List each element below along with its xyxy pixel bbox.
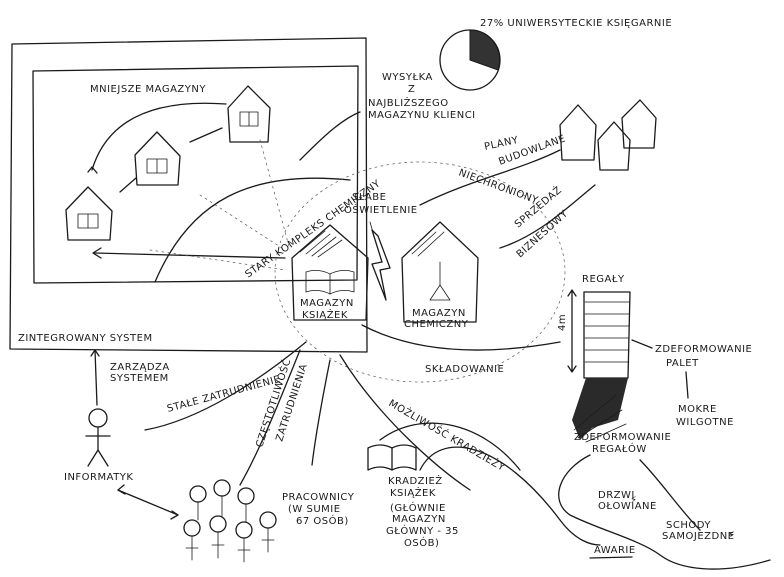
small-warehouse-house-2 [134, 131, 181, 186]
small-warehouse-house-3 [65, 186, 113, 241]
arrow-permanent [144, 341, 307, 431]
arrow-frequent-2 [311, 359, 331, 466]
dashed-line [199, 194, 286, 251]
integrated-system-label: ZINTEGROWANY SYSTEM [18, 333, 153, 344]
arrow-shipping [299, 111, 361, 161]
dashed-line [149, 249, 286, 271]
arc-theft [379, 422, 521, 471]
client-houses [559, 99, 657, 171]
pallet-line-2: PALET [666, 358, 699, 369]
shelves-label: REGAŁY [582, 274, 625, 285]
doors-line-1: DRZWI [598, 490, 635, 501]
weak-lighting-line-1: SŁABE [352, 192, 387, 203]
doors-line-2: OŁOWIANE [598, 501, 657, 512]
damage-hatching [573, 394, 627, 443]
storage-line [361, 324, 561, 351]
chemical-warehouse-line-2: CHEMICZNY [404, 319, 469, 330]
arrow-theft [339, 354, 471, 491]
arrow-to-clients [419, 149, 561, 206]
lightning-mark-2: ⚡ [728, 530, 736, 541]
shipping-line-3: NAJBLIŻSZEGO [368, 96, 449, 109]
arrowhead [92, 247, 102, 259]
arrow-wet [685, 371, 689, 399]
manages-line-2: SYSTEMEM [110, 373, 169, 384]
height-label: 4m [557, 314, 568, 331]
arrow-frequent-1 [239, 349, 301, 486]
wet-line-2: WILGOTNE [676, 417, 734, 428]
workers-line-2: (W SUMIE [288, 504, 341, 515]
shelf-deform-line-1: ZDEFORMOWANIE [574, 432, 671, 443]
wet-line-1: MOKRE [678, 404, 717, 415]
pallet-line-1: ZDEFORMOWANIE [655, 344, 752, 355]
small-warehouse-house-1 [227, 85, 271, 143]
stairs-line-1: SCHODY [666, 520, 711, 531]
main-wh-line-3: GŁÓWNY - 35 [386, 524, 459, 537]
shelf-deform-line-2: REGAŁÓW [592, 442, 647, 455]
chemical-warehouse-line-1: MAGAZYN [412, 308, 466, 319]
main-wh-line-2: MAGAZYN [392, 514, 446, 525]
arrowhead [87, 166, 98, 174]
workers-line-3: 67 OSÓB) [296, 514, 349, 527]
lightning-tick [369, 221, 375, 237]
smaller-warehouses-label: MNIEJSZE MAGAZYNY [90, 84, 206, 95]
book-theft-line-1: KRADZIEŻ [388, 474, 443, 487]
integrated-system-box [9, 37, 368, 353]
shelves-rack [567, 289, 631, 379]
book-icon [367, 444, 417, 471]
failures-label: AWARIE [594, 545, 636, 556]
stairs-line-2: SAMOJEZDNE [662, 531, 735, 542]
failures-inner-line [639, 459, 701, 531]
market-share-label: 27% UNIWERSYTECKIE KSIĘGARNIE [480, 18, 672, 29]
damage-scribble [572, 378, 628, 440]
arrow-house2-house1 [189, 127, 223, 143]
arrow-manages [94, 349, 98, 406]
arrow-house3-house2 [119, 177, 137, 193]
manages-line-1: ZARZĄDZA [110, 362, 170, 373]
arrowhead [90, 349, 100, 357]
it-specialist-figure [85, 408, 111, 467]
arrow-pallet [631, 339, 653, 349]
arc-to-failures [419, 446, 601, 546]
arrow-selling [499, 184, 596, 249]
arrowhead [117, 484, 179, 520]
lightning-mark-1: ⚡ [630, 495, 638, 506]
market-share-pie [439, 29, 501, 91]
main-wh-line-1: (GŁÓWNIE [390, 501, 446, 514]
failures-loop [558, 454, 771, 570]
dashed-circle [274, 161, 566, 383]
arrow-to-house3 [94, 252, 286, 259]
shipping-line-4: MAGAZYNU KLIENCI [368, 110, 476, 121]
chemical-warehouse-house [401, 221, 479, 323]
permanent-employment-label: STAŁE ZATRUDNIENIE [166, 374, 282, 415]
book-theft-line-2: KSIĄŻEK [390, 486, 436, 499]
book-warehouse-house [291, 224, 369, 321]
storage-label: SKŁADOWANIE [425, 364, 504, 375]
dashed-line [259, 139, 291, 251]
main-wh-line-4: OSÓB) [404, 536, 439, 549]
workers-group [183, 479, 277, 563]
arrow-it-workers [117, 489, 179, 516]
shipping-line-1: WYSYŁKA [382, 72, 433, 83]
book-warehouse-line-1: MAGAZYN [300, 298, 354, 309]
shipping-line-2: Z [408, 84, 415, 95]
arrow-house1-house3 [91, 102, 227, 171]
failures-underline [589, 556, 633, 559]
book-warehouse-line-2: KSIĄŻEK [302, 308, 348, 321]
it-specialist-label: INFORMATYK [64, 472, 133, 483]
weak-lighting-line-2: OŚWIETLENIE [344, 203, 418, 216]
lightning-icon [371, 229, 391, 301]
workers-line-1: PRACOWNICY [282, 492, 355, 503]
